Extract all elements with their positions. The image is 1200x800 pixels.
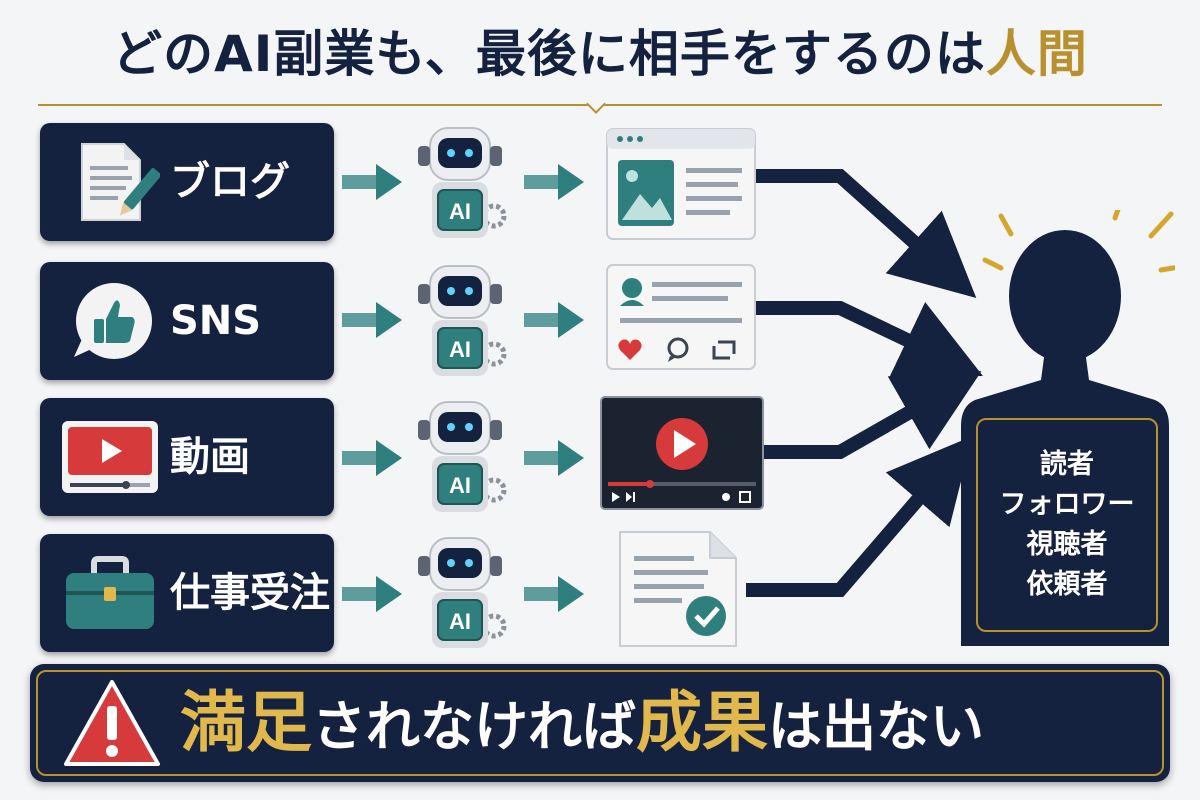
approved-document-icon [619,531,737,647]
ai-robot-icon: AI [418,127,507,238]
briefcase-icon [66,556,154,629]
ai-robot-icon: AI [418,265,507,376]
conclusion-end: は出ない [768,695,984,758]
category-video: 動画 [40,398,334,516]
audience-clients: 依頼者 [1026,569,1108,600]
document-pencil-icon [81,143,160,221]
category-blog: ブログ [40,123,334,241]
audience-followers: フォロワー [999,489,1135,520]
video-player-icon [600,396,764,510]
audience-viewers: 視聴者 [1026,529,1108,560]
title-text: どのAI副業も、最後に相手をするのは [112,25,986,83]
arrow-right-icon [524,440,584,476]
title-highlight: 人間 [985,25,1088,83]
social-post-icon [606,264,756,370]
ai-robot-icon: AI [418,537,507,648]
blog-page-icon [606,128,756,240]
highlight-satisfaction: 満足 [180,684,312,761]
category-label: SNS [170,298,262,344]
highlight-results: 成果 [636,684,768,761]
warning-icon [64,680,160,766]
connector-sns [756,301,983,378]
category-sns: SNS [40,262,334,380]
audience-box: 読者 フォロワー 視聴者 依頼者 [976,418,1158,632]
arrow-right-icon [342,440,402,476]
conclusion-mid: されなければ [312,695,636,758]
robot-label: AI [449,473,471,498]
category-job: 仕事受注 [40,534,334,652]
robot-label: AI [449,199,471,224]
arrow-right-icon [524,302,584,338]
page-title: どのAI副業も、最後に相手をするのは人間 [0,14,1200,86]
arrow-right-icon [342,164,402,200]
category-label: 動画 [170,434,250,480]
robot-label: AI [449,337,471,362]
ai-robot-icon: AI [418,401,507,512]
conclusion-text: 満足されなければ成果は出ない [180,664,984,782]
connector-job [746,436,973,597]
category-label: ブログ [170,159,290,205]
audience-readers: 読者 [1040,449,1094,480]
connector-video [764,371,982,459]
arrow-right-icon [524,576,584,612]
person-silhouette-icon [961,210,1175,646]
arrow-right-icon [524,164,584,200]
banner-border [36,670,1164,776]
connector-blog [756,169,977,299]
arrow-right-icon [342,576,402,612]
robot-label: AI [449,609,471,634]
conclusion-banner: 満足されなければ成果は出ない [30,664,1170,782]
thumbs-up-bubble-icon [74,283,152,359]
video-play-icon [62,421,158,493]
category-label: 仕事受注 [170,570,330,616]
arrow-right-icon [342,302,402,338]
